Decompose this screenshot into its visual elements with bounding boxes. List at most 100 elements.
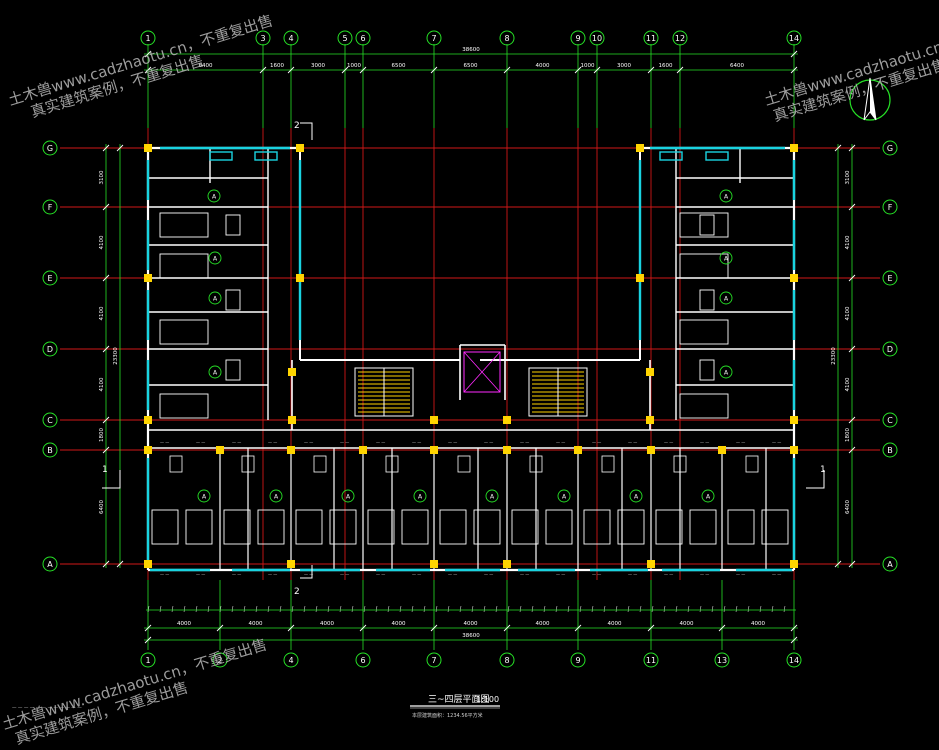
dimension-tick bbox=[783, 605, 786, 613]
room-tag-circle bbox=[719, 251, 733, 265]
toilet-fixture bbox=[699, 214, 715, 236]
column bbox=[790, 560, 798, 568]
axis-bubble-left: A bbox=[42, 556, 58, 572]
bed-outline bbox=[761, 509, 789, 545]
axis-bubble-label: 11 bbox=[646, 656, 656, 665]
dimension-text: 4100 bbox=[99, 306, 105, 320]
toilet-fixture bbox=[225, 214, 241, 236]
axis-bubble-top: 6 bbox=[355, 30, 371, 46]
axis-bubble-circle bbox=[786, 652, 802, 668]
plan-annotation: — — bbox=[304, 572, 313, 577]
room-tag-label: A bbox=[274, 494, 279, 501]
dimension-tick bbox=[579, 605, 582, 613]
axis-bubble-top: 1 bbox=[140, 30, 156, 46]
drawing-scale: 1:100 bbox=[476, 695, 499, 704]
room-tag-label: A bbox=[706, 494, 711, 501]
dimension-tick bbox=[663, 605, 666, 613]
dimension-tick bbox=[447, 605, 450, 613]
axis-bubble-label: 1 bbox=[145, 34, 150, 43]
column bbox=[646, 416, 654, 424]
elevator-shaft bbox=[463, 351, 501, 393]
toilet-fixture bbox=[225, 289, 241, 311]
axis-bubble-circle bbox=[643, 30, 659, 46]
bathroom-fixture bbox=[705, 151, 729, 161]
room-tag: A bbox=[208, 291, 222, 305]
axis-bubble-left: G bbox=[42, 140, 58, 156]
axis-bubble-label: F bbox=[48, 203, 53, 212]
dimension-tick bbox=[615, 605, 618, 613]
plan-annotation: — — bbox=[268, 572, 277, 577]
dimension-text: 6500 bbox=[464, 63, 478, 69]
section-mark-right-label: 1 bbox=[820, 465, 826, 475]
column bbox=[296, 144, 304, 152]
dimension-tick bbox=[675, 605, 678, 613]
axis-bubble-top: 9 bbox=[570, 30, 586, 46]
axis-bubble-label: C bbox=[47, 416, 53, 425]
room-tag: A bbox=[208, 251, 222, 265]
room-tag-circle bbox=[208, 291, 222, 305]
dimension-tick bbox=[574, 624, 582, 632]
dimension-tick bbox=[359, 66, 367, 74]
dimension-text: 6400 bbox=[730, 63, 744, 69]
axis-bubble-label: 7 bbox=[431, 656, 436, 665]
axis-bubble-circle bbox=[42, 199, 58, 215]
room-tag: A bbox=[208, 365, 222, 379]
dimension-tick bbox=[718, 624, 726, 632]
dimension-tick bbox=[543, 605, 546, 613]
axis-bubble-top: 12 bbox=[672, 30, 688, 46]
column bbox=[647, 560, 655, 568]
axis-bubble-bottom: 2 bbox=[212, 652, 228, 668]
plan-annotation: — — bbox=[268, 440, 277, 445]
column bbox=[144, 560, 152, 568]
toilet-fixture bbox=[745, 455, 759, 473]
axis-bubble-circle bbox=[882, 270, 898, 286]
column bbox=[296, 274, 304, 282]
column bbox=[288, 368, 296, 376]
dimension-text: 1800 bbox=[99, 428, 105, 442]
column bbox=[144, 144, 152, 152]
dimension-tick bbox=[363, 605, 366, 613]
axis-bubble-circle bbox=[426, 30, 442, 46]
dimension-tick bbox=[195, 605, 198, 613]
dimension-tick bbox=[848, 446, 856, 454]
room-tag: A bbox=[197, 489, 211, 503]
dimension-tick bbox=[790, 50, 798, 58]
drawing-note: 本层建筑面积：1234.56平方米 bbox=[412, 712, 483, 719]
dimension-tick bbox=[848, 560, 856, 568]
dimension-tick bbox=[711, 605, 714, 613]
dimension-text: 1000 bbox=[581, 63, 595, 69]
room-tag-circle bbox=[719, 189, 733, 203]
dimension-text: 4000 bbox=[249, 621, 263, 627]
room-tag: A bbox=[629, 489, 643, 503]
axis-bubble-left: E bbox=[42, 270, 58, 286]
section-mark-bottom-label: 2 bbox=[294, 587, 300, 597]
dimension-tick bbox=[315, 605, 318, 613]
plan-annotation: — — bbox=[556, 572, 565, 577]
dimension-tick bbox=[144, 636, 152, 644]
axis-bubble-circle bbox=[42, 412, 58, 428]
dimension-tick bbox=[495, 605, 498, 613]
dimension-tick bbox=[279, 605, 282, 613]
room-tag-circle bbox=[269, 489, 283, 503]
bed-outline bbox=[439, 509, 467, 545]
plan-annotation: — — bbox=[664, 440, 673, 445]
plan-annotation: — — bbox=[628, 440, 637, 445]
dimension-tick bbox=[687, 605, 690, 613]
column bbox=[790, 274, 798, 282]
axis-bubble-label: 10 bbox=[592, 34, 602, 43]
axis-bubble-circle bbox=[42, 556, 58, 572]
axis-bubble-circle bbox=[882, 412, 898, 428]
axis-bubble-circle bbox=[882, 556, 898, 572]
axis-bubble-top: 14 bbox=[786, 30, 802, 46]
axis-bubble-left: D bbox=[42, 341, 58, 357]
bed-outline bbox=[473, 509, 501, 545]
dimension-tick bbox=[303, 605, 306, 613]
plan-annotation: — — bbox=[232, 572, 241, 577]
dimension-tick bbox=[387, 605, 390, 613]
toilet-fixture bbox=[673, 455, 687, 473]
plan-annotation: — — bbox=[520, 572, 529, 577]
axis-bubble-circle bbox=[882, 140, 898, 156]
column bbox=[790, 144, 798, 152]
